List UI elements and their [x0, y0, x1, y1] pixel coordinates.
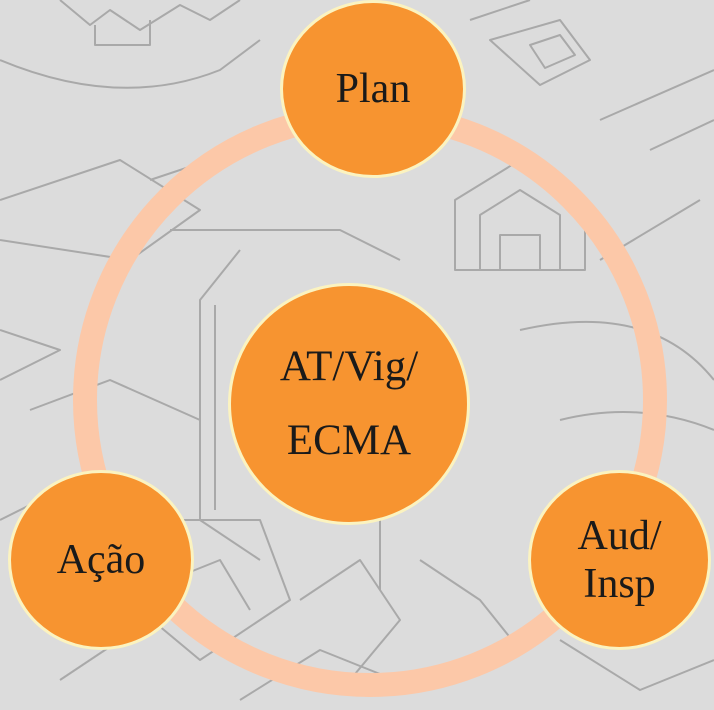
node-aud-line1: Aud/	[577, 513, 662, 559]
node-acao: Ação	[8, 470, 194, 650]
node-aud-insp: Aud/ Insp	[528, 470, 711, 650]
node-center-line2: ECMA	[286, 417, 412, 464]
node-acao-label: Ação	[56, 537, 146, 583]
node-center-line1: AT/Vig/	[279, 343, 419, 390]
node-plan: Plan	[280, 0, 466, 178]
node-aud-line2: Insp	[583, 561, 656, 607]
node-center: AT/Vig/ ECMA	[228, 283, 470, 525]
node-plan-label: Plan	[335, 66, 411, 112]
